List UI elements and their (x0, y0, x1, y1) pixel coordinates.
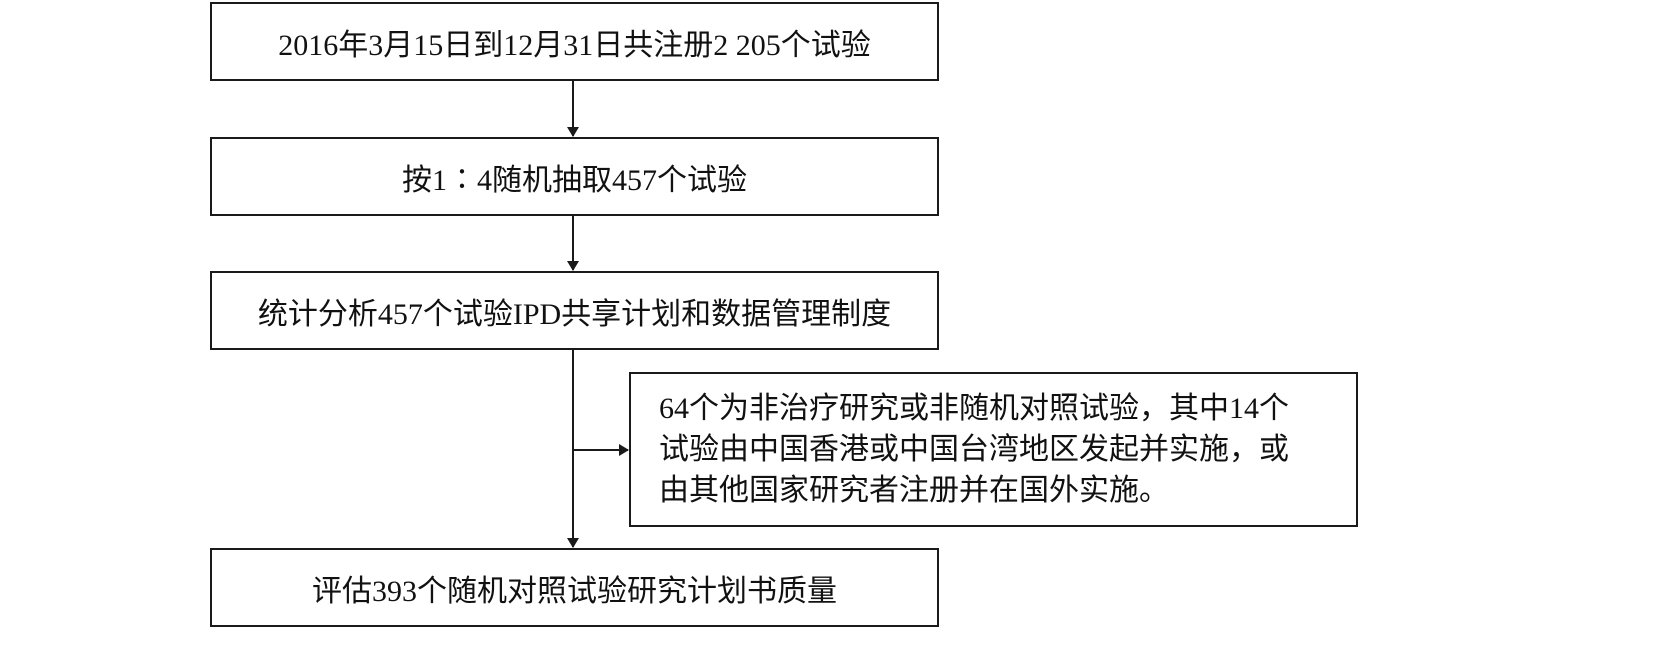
exclusion-line: 64个为非治疗研究或非随机对照试验，其中14个 (659, 392, 1289, 425)
exclusion-line: 试验由中国香港或中国台湾地区发起并实施，或 (659, 433, 1289, 466)
step-box-random-sample: 按1∶4随机抽取457个试验 (210, 137, 939, 216)
step-text: 评估393个随机对照试验研究计划书质量 (312, 574, 837, 608)
exclusion-line: 由其他国家研究者注册并在国外实施。 (659, 474, 1169, 507)
step-box-statistical-analysis: 统计分析457个试验IPD共享计划和数据管理制度 (210, 271, 939, 350)
step-text: 按1∶4随机抽取457个试验 (402, 163, 747, 197)
step-box-evaluation: 评估393个随机对照试验研究计划书质量 (210, 548, 939, 627)
step-box-registered: 2016年3月15日到12月31日共注册2 205个试验 (210, 2, 939, 81)
step-text: 统计分析457个试验IPD共享计划和数据管理制度 (257, 297, 892, 331)
exclusion-box: 64个为非治疗研究或非随机对照试验，其中14个 试验由中国香港或中国台湾地区发起… (629, 372, 1358, 527)
step-text: 2016年3月15日到12月31日共注册2 205个试验 (278, 28, 871, 62)
